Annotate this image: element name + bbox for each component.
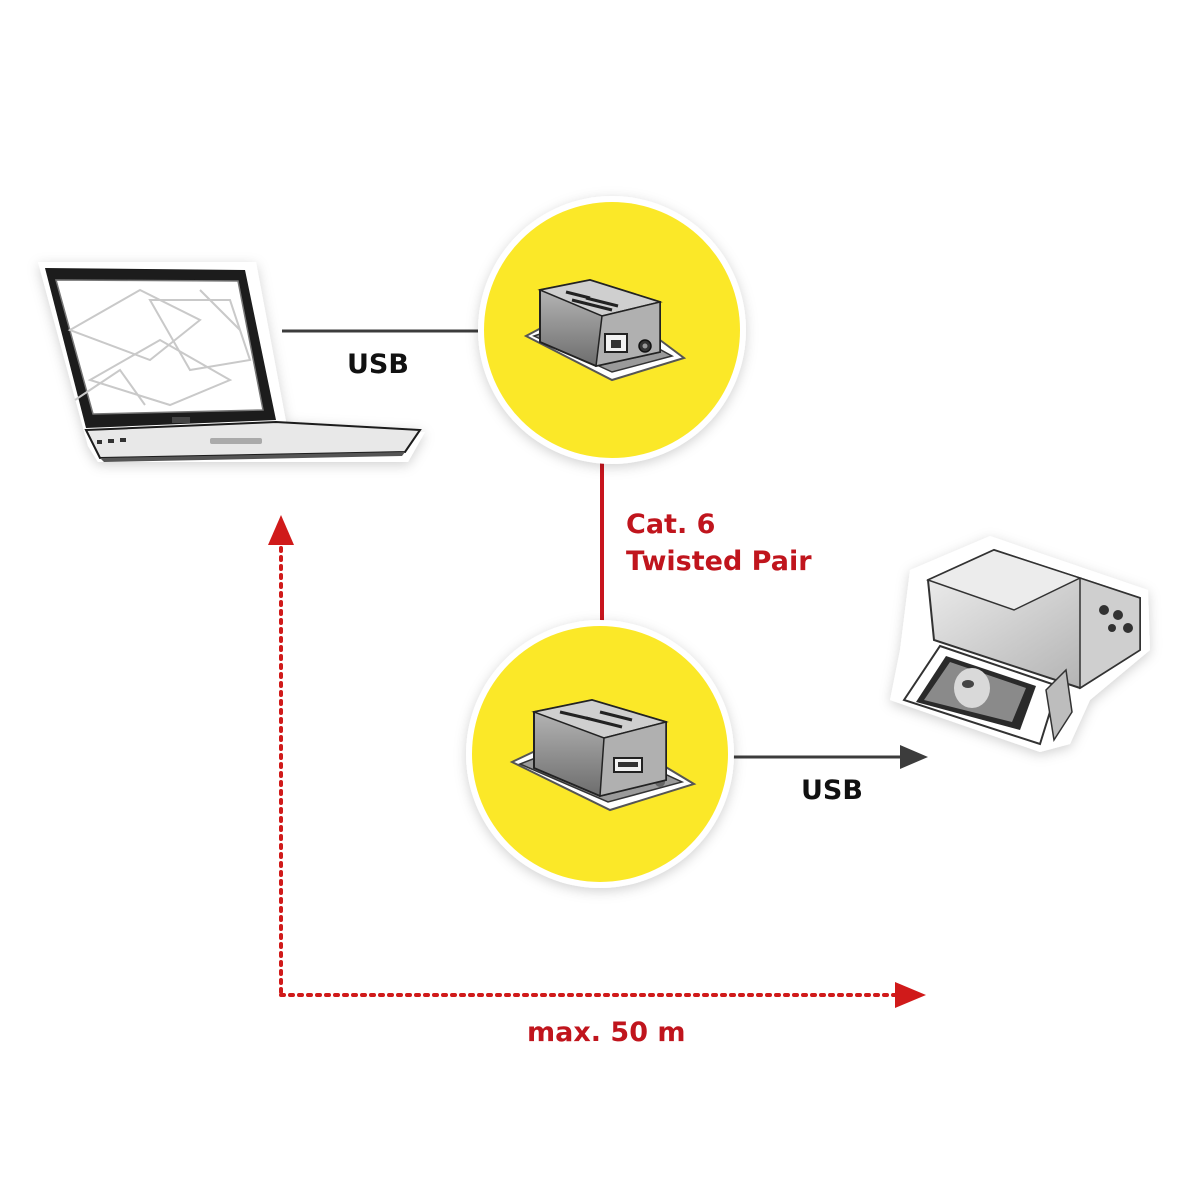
usb-connection-arrow-bottom [732,745,928,769]
printer-icon [890,536,1150,752]
cable-type-label-line2: Twisted Pair [626,546,812,577]
usb-extender-local-unit-icon [478,196,746,464]
usb-label-top: USB [347,349,409,380]
distance-arrow-vertical [268,515,294,994]
distance-arrow-horizontal [279,982,926,1008]
laptop-icon [38,262,425,462]
usb-extender-remote-unit-icon [466,620,734,888]
distance-label: max. 50 m [527,1017,686,1048]
usb-label-bottom: USB [801,775,863,806]
cable-type-label-line1: Cat. 6 [626,509,716,540]
